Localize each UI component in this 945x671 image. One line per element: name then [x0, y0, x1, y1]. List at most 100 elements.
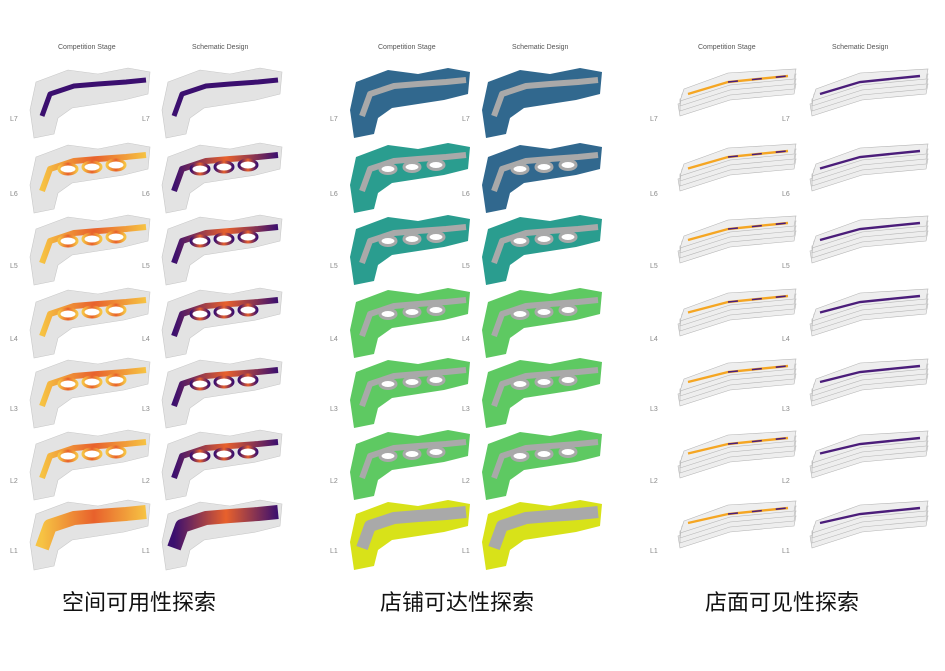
void-loop: [534, 448, 554, 460]
void-loop: [237, 373, 259, 387]
void-loop: [189, 377, 211, 391]
void-loop: [105, 303, 127, 317]
visibility-path-accent: [859, 222, 921, 230]
void-loop: [81, 447, 103, 461]
void-loop: [105, 158, 127, 172]
floor-plate: [161, 67, 283, 139]
floor-plan-shop-accessibility-l6-schematic: [482, 143, 602, 213]
void-loop: [81, 375, 103, 389]
corridor-heat: [171, 224, 279, 265]
level-label: L1: [462, 548, 470, 555]
floor-plan-shop-accessibility-l3-competition: [350, 358, 470, 428]
walkway: [491, 367, 599, 408]
visibility-path-accent: [727, 437, 789, 445]
visibility-path-accent: [727, 222, 789, 230]
corridor-heat: [39, 367, 147, 408]
corridor-heat: [39, 224, 147, 265]
void-loop: [378, 308, 398, 320]
void-loop: [57, 307, 79, 321]
panel-shop-accessibility: Competition Stage Schematic Design: [320, 0, 620, 600]
void-loop: [402, 448, 422, 460]
level-label: L1: [650, 548, 658, 555]
void-loop: [558, 159, 578, 171]
floor-plan-shop-visibility-l2-schematic: [809, 430, 929, 479]
floor-plan-space-usability-l2-schematic: [161, 429, 283, 501]
walkway: [491, 224, 599, 265]
void-loop: [57, 449, 79, 463]
level-label: L2: [330, 478, 338, 485]
panel-shop-visibility: Competition Stage Schematic Design: [640, 0, 940, 600]
floor-plan-space-usability-l2-competition: [29, 429, 151, 501]
floor-plan-shop-visibility-l5-schematic: [809, 215, 929, 264]
level-label: L5: [330, 263, 338, 270]
visibility-path-accent: [859, 507, 921, 515]
level-label: L4: [650, 336, 658, 343]
visibility-path-accent: [859, 365, 921, 373]
floor-plan-shop-accessibility-l6-competition: [350, 143, 470, 213]
floor-plan-shop-visibility-l2-competition: [677, 430, 797, 479]
void-loop: [426, 231, 446, 243]
void-loop: [558, 304, 578, 316]
visibility-path-accent: [727, 75, 789, 83]
floor-plan-shop-accessibility-l2-competition: [350, 430, 470, 500]
floor-plan-shop-visibility-l3-competition: [677, 358, 797, 407]
level-label: L6: [142, 191, 150, 198]
accessibility-field: [350, 68, 470, 138]
void-loop: [558, 446, 578, 458]
walkway: [359, 297, 467, 338]
void-loop: [213, 447, 235, 461]
void-loop: [105, 230, 127, 244]
level-label: L5: [650, 263, 658, 270]
floor-plan-space-usability-l4-competition: [29, 287, 151, 359]
floor-plan-shop-accessibility-l1-competition: [350, 500, 470, 570]
floor-plan-shop-accessibility-l4-schematic: [482, 288, 602, 358]
corridor-heat: [39, 297, 147, 338]
void-loop: [213, 160, 235, 174]
level-label: L6: [330, 191, 338, 198]
caption-shop-accessibility: 店铺可达性探索: [380, 591, 535, 616]
void-loop: [378, 235, 398, 247]
void-loop: [426, 304, 446, 316]
corridor-heat: [39, 152, 147, 193]
floor-plan-shop-accessibility-l1-schematic: [482, 500, 602, 570]
level-label: L3: [330, 406, 338, 413]
floor-plan-shop-accessibility-l5-schematic: [482, 215, 602, 285]
walkway: [359, 367, 467, 408]
visibility-path-accent: [727, 150, 789, 158]
level-label: L7: [142, 116, 150, 123]
void-loop: [189, 449, 211, 463]
floor-plan-shop-accessibility-l2-schematic: [482, 430, 602, 500]
void-loop: [57, 234, 79, 248]
void-loop: [510, 163, 530, 175]
walkway: [491, 77, 599, 118]
column-header-schematic: Schematic Design: [832, 44, 889, 51]
floor-plan-space-usability-l7-schematic: [161, 67, 283, 139]
floor-plan-shop-visibility-l1-competition: [677, 500, 797, 549]
level-label: L5: [142, 263, 150, 270]
level-label: L6: [782, 191, 790, 198]
floor-plan-shop-visibility-l3-schematic: [809, 358, 929, 407]
void-loop: [189, 307, 211, 321]
accessibility-field: [482, 68, 602, 138]
void-loop: [534, 233, 554, 245]
level-label: L2: [10, 478, 18, 485]
walkway: [359, 152, 467, 193]
void-loop: [426, 159, 446, 171]
walkway: [491, 152, 599, 193]
level-label: L7: [650, 116, 658, 123]
level-label: L3: [782, 406, 790, 413]
level-label: L6: [650, 191, 658, 198]
level-label: L5: [10, 263, 18, 270]
column-header-competition: Competition Stage: [58, 44, 116, 51]
level-label: L1: [142, 548, 150, 555]
visibility-path-accent: [859, 75, 921, 83]
corridor-heat: [39, 439, 147, 480]
level-label: L4: [782, 336, 790, 343]
void-loop: [237, 230, 259, 244]
void-loop: [510, 235, 530, 247]
level-label: L2: [462, 478, 470, 485]
level-label: L7: [462, 116, 470, 123]
level-label: L4: [142, 336, 150, 343]
level-label: L3: [462, 406, 470, 413]
floor-plan-space-usability-l3-competition: [29, 357, 151, 429]
